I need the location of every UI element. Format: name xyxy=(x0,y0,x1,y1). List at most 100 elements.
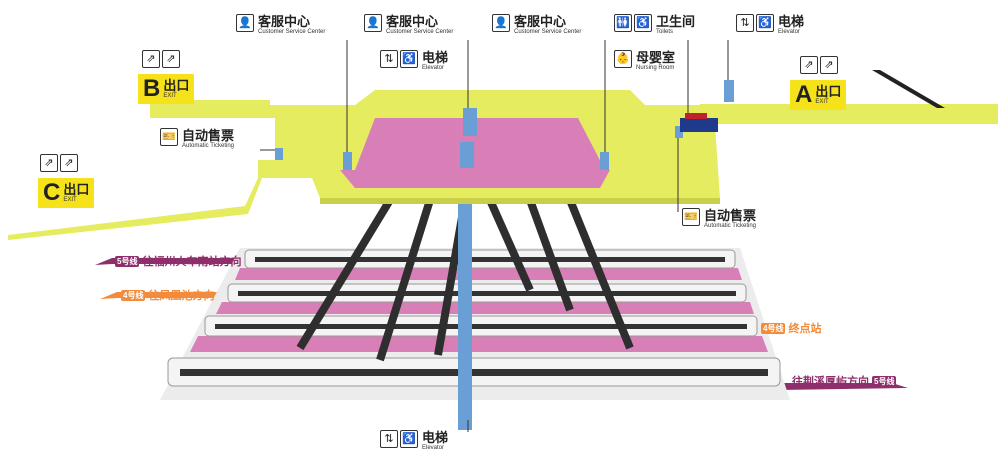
elevator-icon: ⇅ xyxy=(380,50,398,68)
direction-text: 终点站 xyxy=(788,323,822,335)
label-text: 客服中心 xyxy=(258,14,311,29)
line-5-badge: 5号线 xyxy=(872,375,897,387)
label-text: 电梯 xyxy=(422,50,449,65)
gate-left xyxy=(343,152,352,170)
label-text: 自动售票 xyxy=(182,128,235,143)
label-text: 客服中心 xyxy=(386,14,439,29)
escalator-icon: ⇗ xyxy=(162,50,180,68)
platform-strip-2 xyxy=(216,302,754,314)
label-subtext: Automatic Ticketing xyxy=(182,143,235,149)
platform-strip-3 xyxy=(190,336,768,352)
label-subtext: Nursing Room xyxy=(636,65,675,71)
label-text: 电梯 xyxy=(422,430,449,445)
train-row-4 xyxy=(167,357,781,387)
label-text: 卫生间 xyxy=(656,14,696,29)
ticket-machine-icon: 🎫 xyxy=(682,208,700,226)
direction-fuzhou-south: 5号线 往福州火车南站方向 xyxy=(112,253,241,269)
ticket-machine-right xyxy=(675,126,683,138)
label-subtext: Elevator xyxy=(422,65,445,71)
stairs-icon: ⇗ xyxy=(40,154,58,172)
service-counter-icon: 👤 xyxy=(236,14,254,32)
service-counter-icon: 👤 xyxy=(492,14,510,32)
support-pillars xyxy=(296,197,634,362)
escalator-icon: ⇗ xyxy=(820,56,838,74)
exit-subtext: EXIT xyxy=(63,197,77,203)
exit-text: 出口 xyxy=(815,84,842,99)
label-subtext: Elevator xyxy=(778,29,801,35)
wheelchair-icon: ♿ xyxy=(756,14,774,32)
label-text: 电梯 xyxy=(778,14,805,29)
wheelchair-icon: ♿ xyxy=(400,50,418,68)
exit-text: 出口 xyxy=(63,182,90,197)
exit-letter: B xyxy=(143,75,161,102)
label-text: 母婴室 xyxy=(636,50,676,65)
direction-text: 往凤凰池方向 xyxy=(148,290,215,302)
elevator-icon: ⇅ xyxy=(736,14,754,32)
label-text: 客服中心 xyxy=(514,14,567,29)
exit-a-icons: ⇗⇗ xyxy=(800,56,838,74)
stairs-icon: ⇗ xyxy=(800,56,818,74)
label-subtext: Toilets xyxy=(656,29,674,35)
service-counter-icon: 👤 xyxy=(364,14,382,32)
toilet-block-red xyxy=(685,113,707,119)
exit-corridor-a xyxy=(700,104,998,124)
exit-subtext: EXIT xyxy=(815,99,829,105)
exit-subtext: EXIT xyxy=(163,93,177,99)
ticket-machine-icon: 🎫 xyxy=(160,128,178,146)
exit-c-icons: ⇗⇗ xyxy=(40,154,78,172)
toilet-block xyxy=(680,118,718,132)
label-subtext: Customer Service Center xyxy=(258,29,326,35)
elevator-box-mid xyxy=(460,142,474,168)
exit-letter: C xyxy=(43,179,61,206)
wheelchair-icon: ♿ xyxy=(634,14,652,32)
elevator-shaft xyxy=(458,198,472,430)
elevator-icon: ⇅ xyxy=(380,430,398,448)
gate-right xyxy=(600,152,609,170)
paid-area xyxy=(355,118,605,170)
direction-jingxi: 往荆溪厚屿方向 5号线 xyxy=(792,373,899,389)
train-row-3 xyxy=(204,315,758,337)
platform-strip-1 xyxy=(235,268,742,280)
toilet-icon: 🚻 xyxy=(614,14,632,32)
line-4-badge: 4号线 xyxy=(761,322,786,334)
nursing-icon: 👶 xyxy=(614,50,632,68)
elevator-box-right xyxy=(724,80,734,102)
exit-letter: A xyxy=(795,81,813,108)
exit-ramp-a xyxy=(872,70,945,108)
escalator-icon: ⇗ xyxy=(60,154,78,172)
exit-text: 出口 xyxy=(163,78,190,93)
exit-corridor-b xyxy=(150,100,270,118)
exit-b-icons: ⇗⇗ xyxy=(142,50,180,68)
direction-terminal: 4号线 终点站 xyxy=(758,320,821,336)
label-subtext: Customer Service Center xyxy=(514,29,582,35)
label-text: 自动售票 xyxy=(704,208,757,223)
stairs-icon: ⇗ xyxy=(142,50,160,68)
direction-fengcheng: 4号线 往凤凰池方向 xyxy=(118,287,214,303)
paid-area-front xyxy=(340,170,610,188)
elevator-box-top xyxy=(463,108,477,136)
train-row-2 xyxy=(227,283,747,303)
label-subtext: Elevator xyxy=(422,445,445,451)
label-subtext: Automatic Ticketing xyxy=(704,223,757,229)
train-row-1 xyxy=(244,249,736,269)
ticket-machine-left xyxy=(275,148,283,160)
leader-lines xyxy=(260,40,729,432)
direction-text: 往福州火车南站方向 xyxy=(142,256,242,268)
label-subtext: Customer Service Center xyxy=(386,29,454,35)
line-4-badge: 4号线 xyxy=(121,289,146,301)
direction-text: 往荆溪厚屿方向 xyxy=(792,376,869,388)
